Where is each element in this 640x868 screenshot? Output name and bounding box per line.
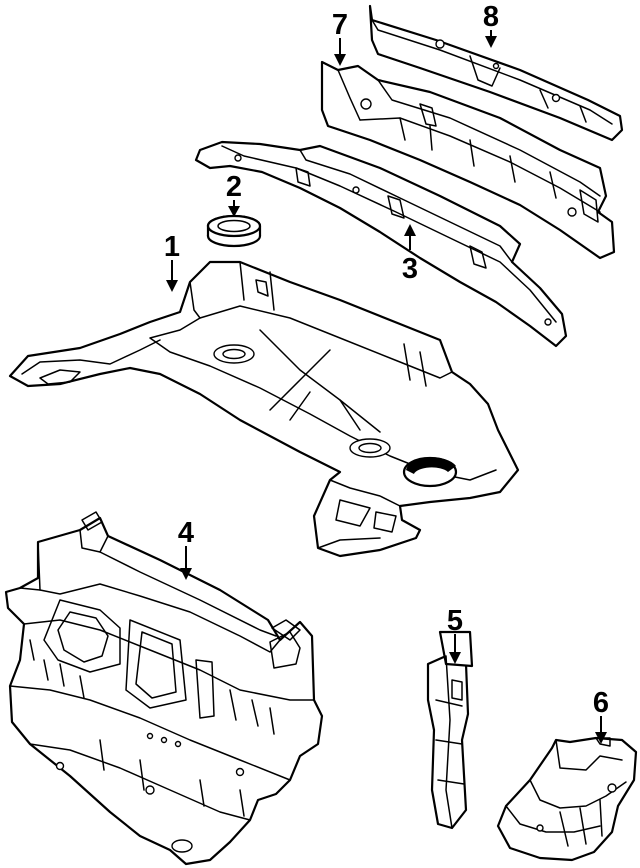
leader-2 <box>228 200 240 217</box>
callout-1: 1 <box>164 231 180 263</box>
leader-1 <box>166 260 178 292</box>
callout-6: 6 <box>593 687 609 719</box>
leader-3 <box>404 224 416 250</box>
callout-5: 5 <box>447 605 463 637</box>
callout-2: 2 <box>226 171 242 203</box>
leader-4 <box>180 546 192 580</box>
part-8-upper-panel <box>368 4 624 142</box>
callout-8: 8 <box>483 1 499 33</box>
part-1-floor-pan <box>8 260 520 558</box>
callout-4: 4 <box>178 517 194 549</box>
part-7-rear-panel <box>320 60 616 260</box>
leader-8 <box>485 30 497 48</box>
callout-7: 7 <box>332 9 348 41</box>
callout-3: 3 <box>402 253 418 285</box>
part-3-tray-bracket <box>194 140 568 348</box>
part-6-side-bracket <box>496 736 638 862</box>
leader-7 <box>334 38 346 66</box>
leader-6 <box>595 716 607 744</box>
part-4-rear-inner-panel <box>4 511 324 866</box>
leader-5 <box>449 634 461 664</box>
part-5-bracket <box>426 630 474 830</box>
part-2-grommet <box>206 214 262 248</box>
